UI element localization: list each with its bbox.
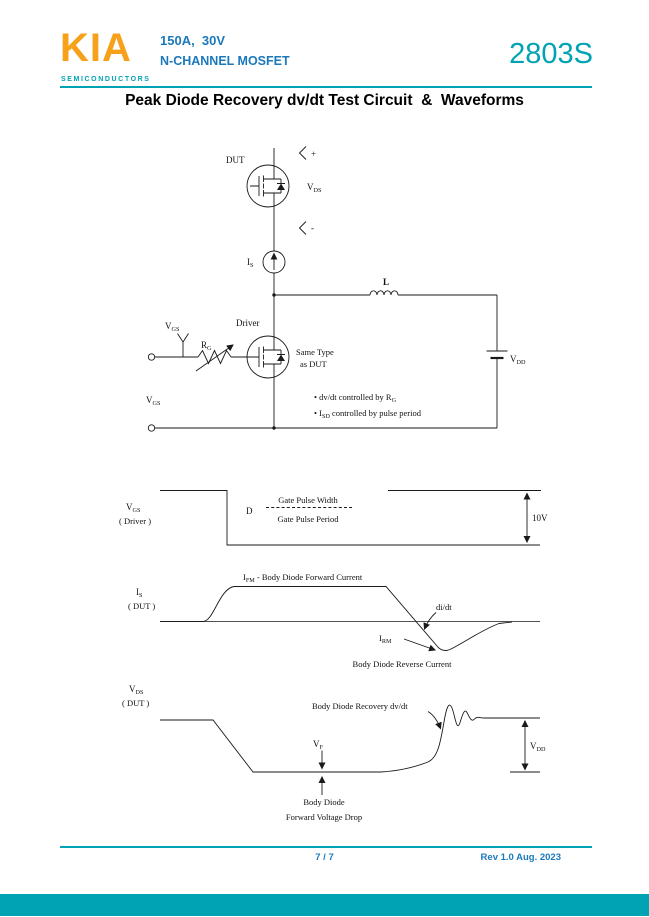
dut-internal-lines: [250, 148, 285, 251]
w3-vdd-label: VDD: [530, 741, 546, 753]
fraction-denominator: Gate Pulse Period: [278, 514, 340, 524]
w1-axis-sublabel: ( Driver ): [119, 516, 151, 526]
plus-label: +: [311, 149, 316, 159]
kia-logo-subtitle: SEMICONDUCTORS: [61, 76, 151, 83]
page-number: 7 / 7: [315, 852, 334, 863]
rating-line: 150A, 30V: [160, 33, 226, 48]
is-current-trace: [160, 586, 513, 651]
vds-voltage-trace: [160, 704, 540, 773]
inductor-symbol: [274, 290, 497, 296]
vf-label: VF: [313, 739, 324, 751]
vgs-probe-symbol: [177, 333, 189, 357]
driver-internal-lines: [231, 295, 285, 428]
revision-label: Rev 1.0 Aug. 2023: [480, 852, 561, 863]
didt-label: di/dt: [436, 602, 452, 612]
input-terminals: [147, 353, 156, 432]
source-input-terminal: [147, 424, 156, 432]
dut-mosfet-symbol: [246, 148, 290, 251]
driver-mosfet-symbol: [231, 295, 290, 428]
rg-zigzag: [154, 349, 232, 365]
same-type-line1: Same Type: [296, 347, 334, 357]
w2-axis-sublabel: ( DUT ): [128, 601, 155, 611]
irm-label: IRM: [379, 633, 392, 645]
current-arrow-head: [270, 252, 278, 260]
recovery-label: Body Diode Recovery dv/dt: [312, 701, 408, 711]
dut-body-diode-icon: [277, 183, 285, 190]
amplitude-label: 10V: [532, 513, 548, 523]
reverse-current-label: Body Diode Reverse Current: [353, 659, 453, 669]
drop-label-line1: Body Diode: [303, 797, 345, 807]
w3-axis-label: VDS: [129, 684, 144, 696]
gate-input-terminal: [147, 353, 156, 361]
is-label: IS: [247, 257, 254, 269]
kia-logo: KIA: [60, 26, 132, 70]
header-divider: [60, 86, 592, 88]
didt-pointer-arrow: [423, 612, 437, 630]
vds-label: VDS: [307, 182, 322, 194]
page-title: Peak Diode Recovery dv/dt Test Circuit &…: [125, 92, 524, 109]
driver-body-diode-icon: [277, 354, 285, 361]
dut-body-circle: [246, 164, 290, 208]
part-number: 2803S: [509, 38, 593, 70]
gate-resistor-symbol: [154, 344, 234, 372]
bottom-color-bar: [0, 894, 649, 916]
rg-variable-arrow: [195, 344, 234, 372]
plus-bracket: [298, 146, 307, 160]
fraction-numerator: Gate Pulse Width: [278, 495, 338, 505]
note-isd: • ISD controlled by pulse period: [314, 408, 422, 420]
vgs-left-label: VGS: [146, 395, 161, 407]
same-type-line2: as DUT: [300, 359, 327, 369]
inductor-coils: [369, 290, 399, 296]
w2-axis-label: IS: [136, 587, 143, 599]
vdd-label: VDD: [510, 354, 526, 366]
inductor-label: L: [383, 277, 389, 287]
irm-pointer-arrow: [403, 638, 436, 652]
driver-label: Driver: [236, 318, 260, 328]
drop-label-line2: Forward Voltage Drop: [286, 812, 362, 822]
vds-measurement-brackets: [298, 146, 307, 235]
rg-label: RG: [201, 340, 212, 352]
footer-divider: [60, 846, 592, 848]
vdd-supply-symbol: [486, 295, 508, 428]
minus-label: -: [311, 223, 314, 233]
device-type-line: N-CHANNEL MOSFET: [160, 54, 290, 68]
current-source-symbol: [262, 250, 286, 295]
junction-dot-top: [272, 293, 276, 297]
minus-bracket: [298, 221, 307, 235]
vdd-wires-and-plate: [486, 295, 508, 428]
junction-dot-bottom: [272, 426, 276, 430]
waveform-vgs-driver: VGS ( Driver ) D Gate Pulse Width Gate P…: [119, 490, 548, 546]
vgs-pulse-trace: [160, 490, 540, 546]
vgs-top-label: VGS: [165, 321, 180, 333]
waveform-vds-dut: VDS ( DUT ) Body Diode Recovery dv/dt VF…: [122, 684, 546, 822]
dut-label: DUT: [226, 155, 245, 165]
waveform-is-dut: IS ( DUT ) IFM - Body Diode Forward Curr…: [128, 572, 540, 669]
probe-fork: [177, 333, 189, 357]
w3-axis-sublabel: ( DUT ): [122, 698, 149, 708]
duty-symbol: D: [246, 506, 253, 516]
note-dvdt: • dv/dt controlled by RG: [314, 392, 397, 404]
recovery-pointer-arrow: [427, 711, 442, 730]
forward-current-label: IFM - Body Diode Forward Current: [243, 572, 363, 584]
w1-axis-label: VGS: [126, 502, 141, 514]
